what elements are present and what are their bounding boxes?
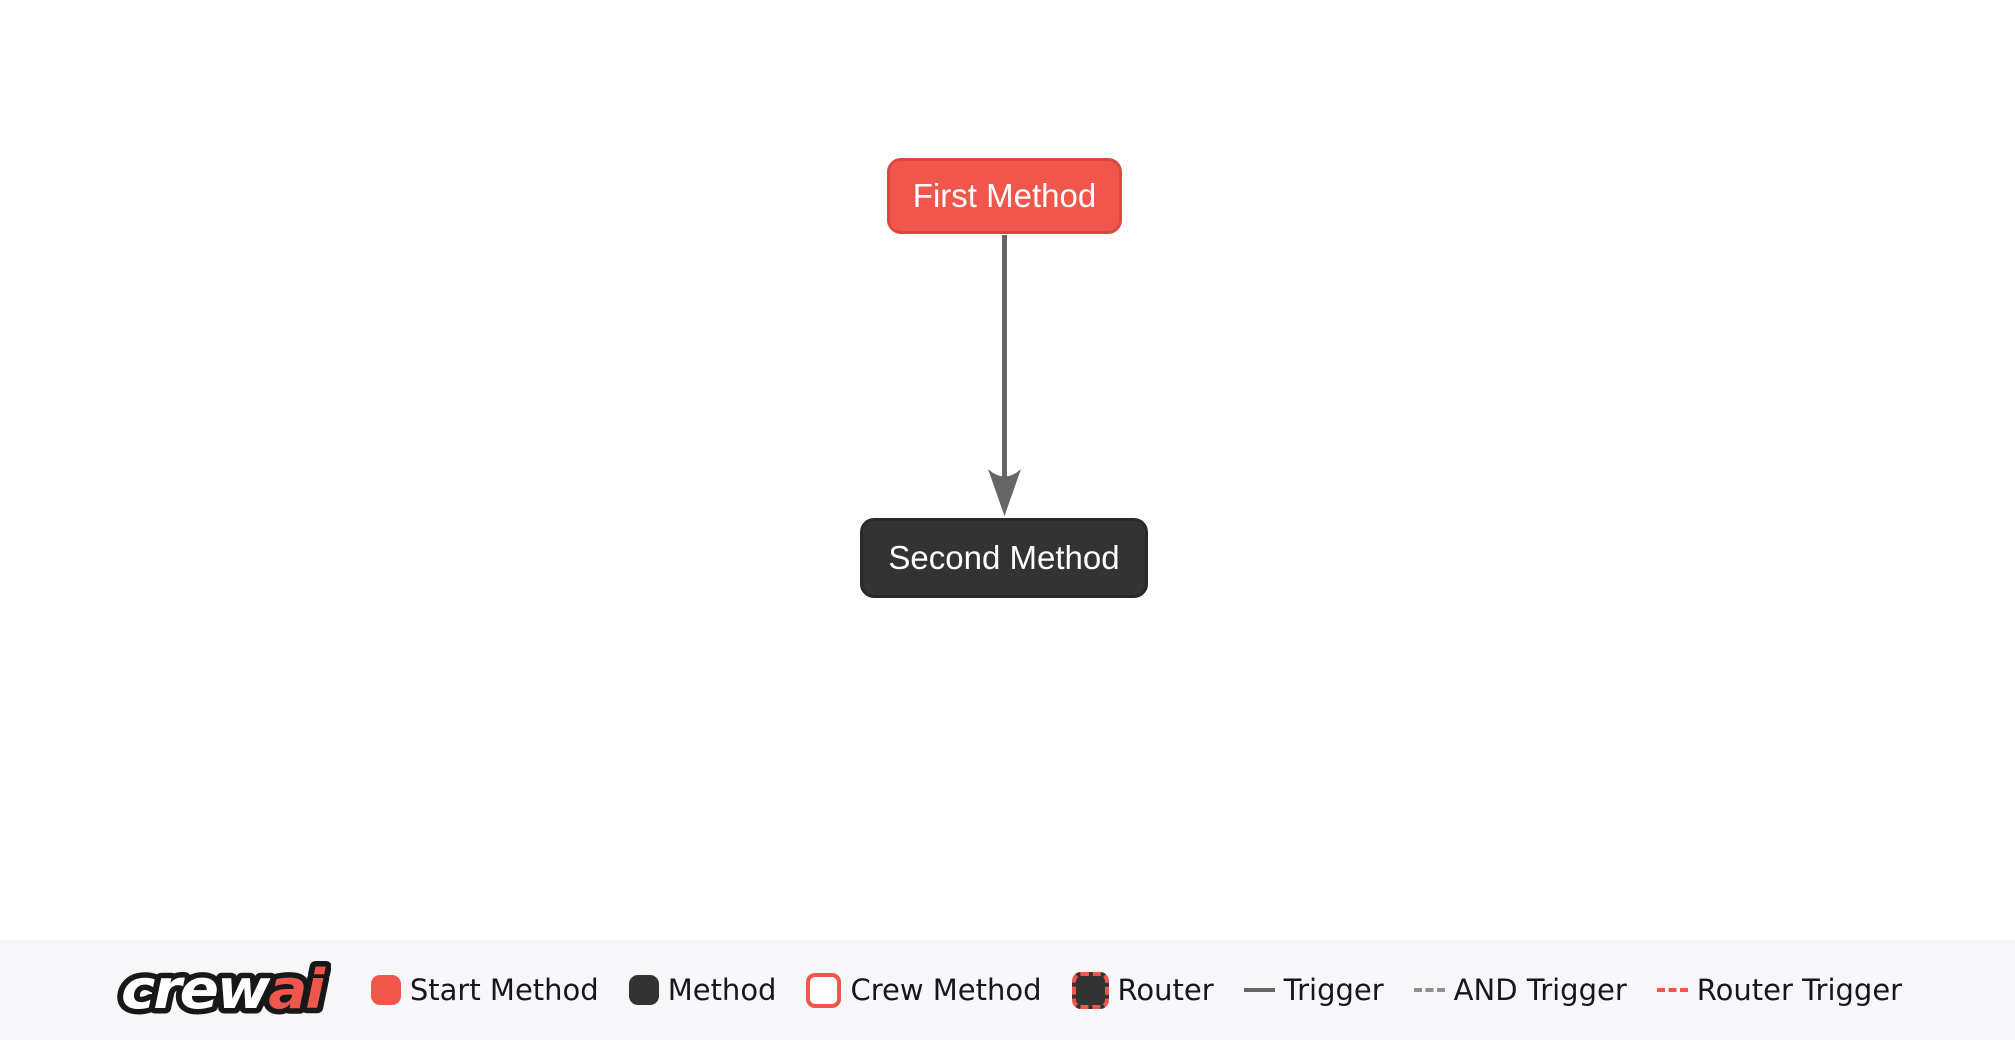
crew-method-swatch-icon	[806, 972, 842, 1008]
legend-item-crew-method: Crew Method	[806, 972, 1042, 1008]
router-swatch-icon	[1071, 971, 1109, 1009]
legend-label: Router Trigger	[1696, 973, 1903, 1007]
trigger-line-icon	[1243, 988, 1275, 992]
and-trigger-line-icon	[1413, 988, 1445, 992]
trigger-edge	[988, 235, 1021, 516]
legend-item-and-trigger: AND Trigger	[1413, 973, 1627, 1007]
legend-label: Crew Method	[850, 973, 1042, 1007]
legend-item-trigger: Trigger	[1243, 973, 1384, 1007]
legend-label: Start Method	[409, 973, 599, 1007]
logo-ai-text: ai	[268, 958, 326, 1021]
logo-crew-text: crew	[121, 958, 272, 1021]
method-swatch-icon	[628, 975, 659, 1005]
legend-label: Method	[667, 973, 777, 1007]
edge-arrowhead-icon	[988, 469, 1021, 516]
legend-label: Trigger	[1283, 973, 1384, 1007]
legend-label: Router	[1117, 973, 1214, 1007]
node-second-method[interactable]: Second Method	[860, 518, 1148, 598]
node-first-method[interactable]: First Method	[887, 158, 1122, 234]
router-trigger-line-icon	[1656, 988, 1688, 992]
legend-item-router: Router	[1071, 971, 1214, 1009]
start-method-swatch-icon	[370, 975, 401, 1005]
legend-item-method: Method	[628, 973, 777, 1007]
legend-item-start-method: Start Method	[370, 973, 599, 1007]
flow-canvas[interactable]: First Method Second Method	[0, 0, 2015, 940]
legend-label: AND Trigger	[1453, 973, 1627, 1007]
legend-item-router-trigger: Router Trigger	[1656, 973, 1903, 1007]
